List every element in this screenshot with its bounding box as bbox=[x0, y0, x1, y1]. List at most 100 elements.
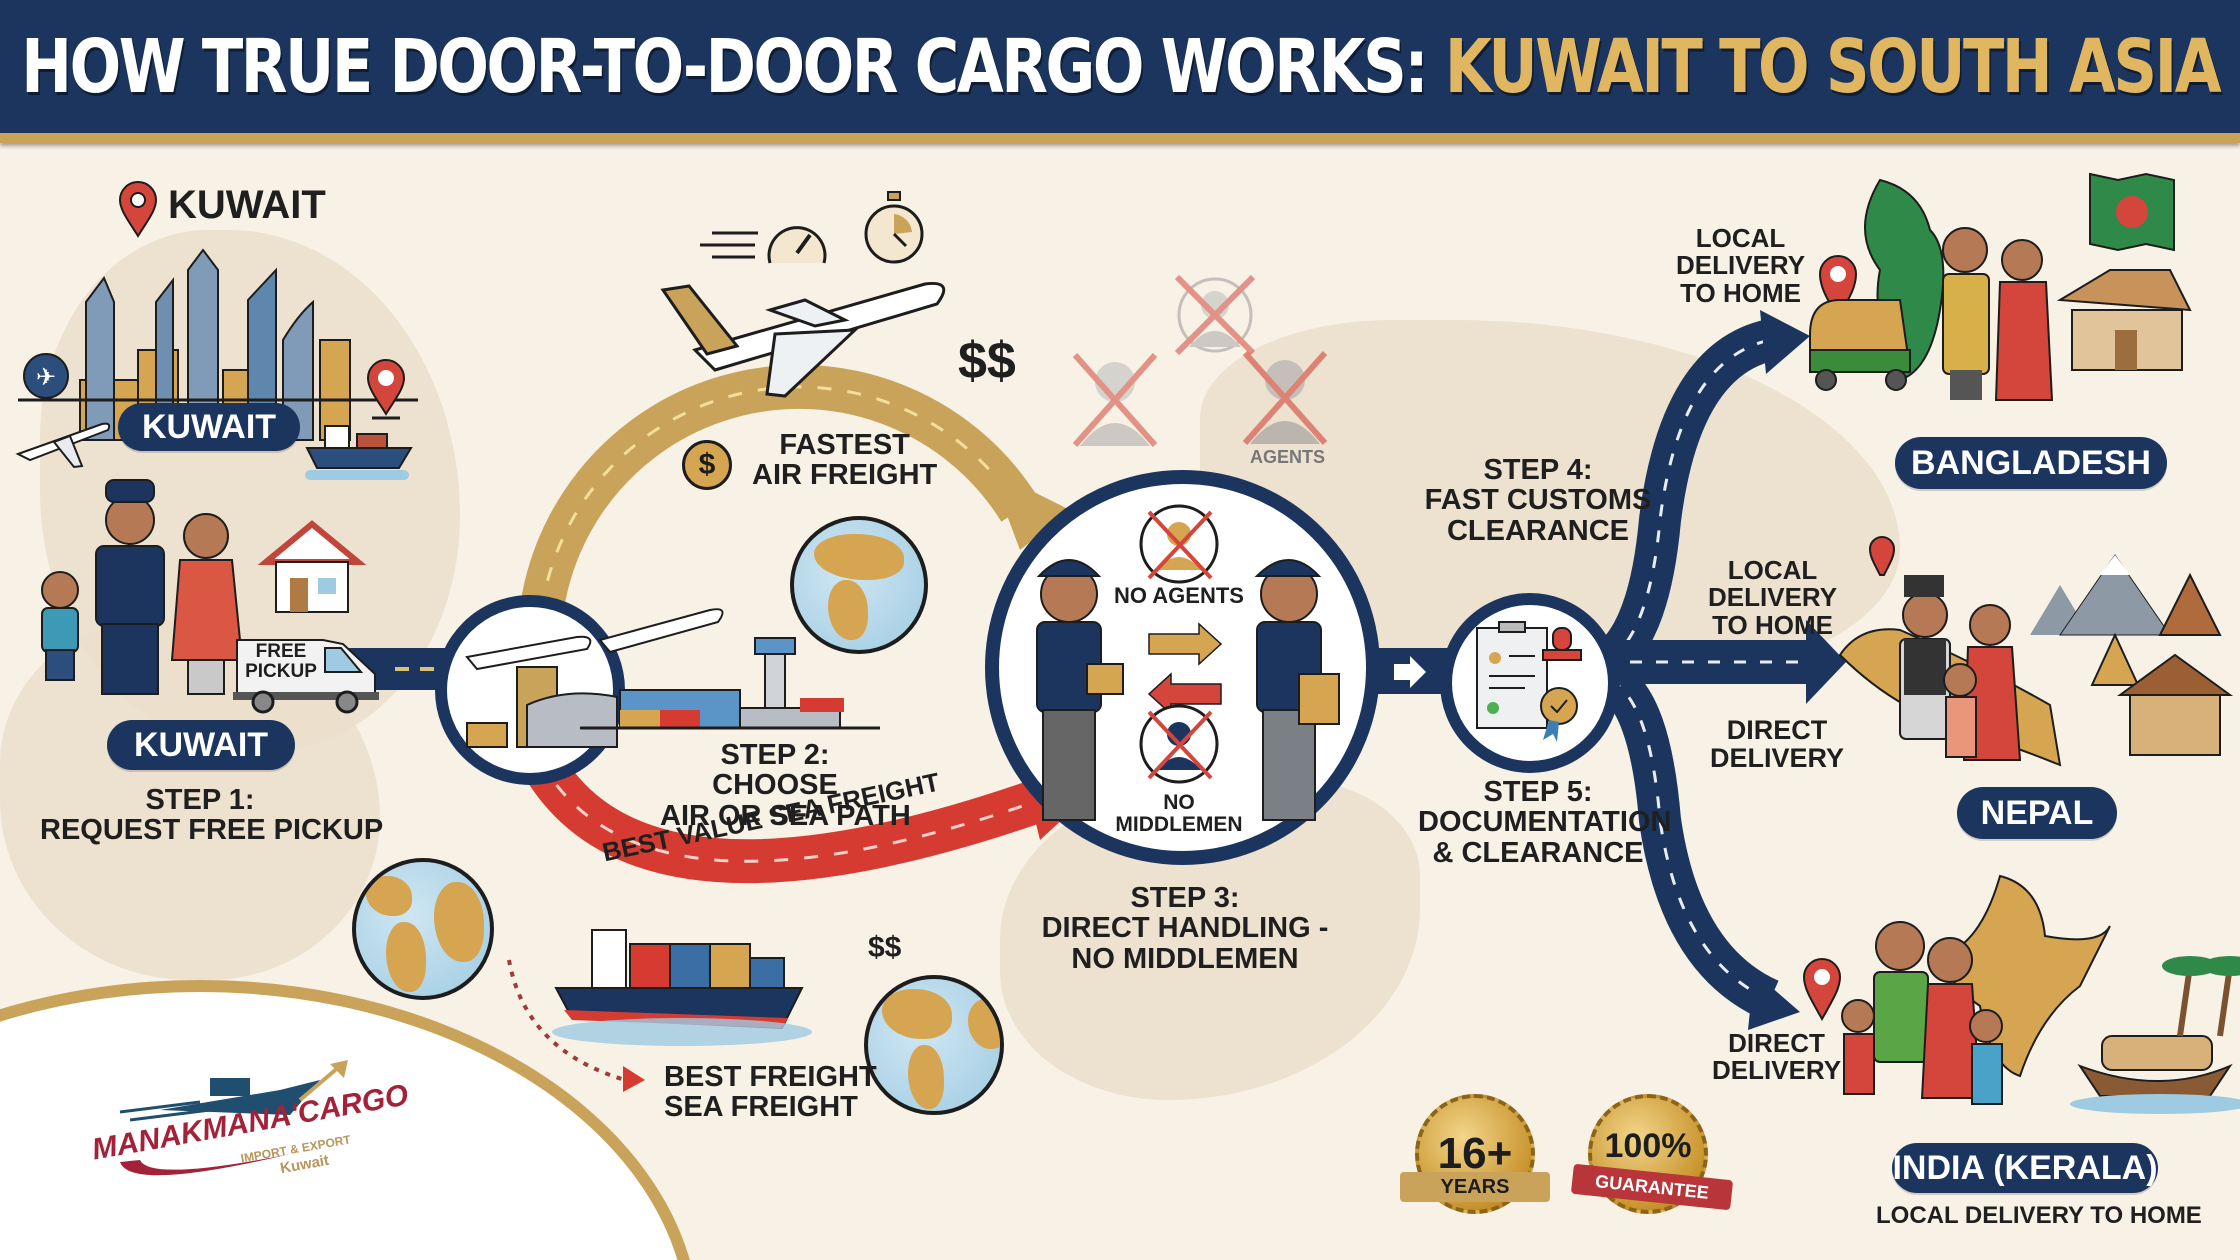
nepal-illustration bbox=[1838, 536, 2234, 767]
agent-person-icon bbox=[1174, 274, 1256, 356]
airport-warehouse-icon bbox=[465, 635, 618, 748]
years-badge-value: 16+ bbox=[1437, 1129, 1513, 1178]
sea-label-line2: SEA FREIGHT bbox=[664, 1091, 858, 1124]
step-4-title: STEP 4: bbox=[1483, 454, 1593, 486]
route-label-line: DELIVERY bbox=[1712, 1055, 1842, 1086]
air-freight-label: FASTEST AIR FREIGHT bbox=[752, 430, 937, 491]
crossed-agent-1 bbox=[1070, 350, 1160, 450]
sea-label-line1: BEST FREIGHT bbox=[664, 1061, 877, 1093]
step-5-title: STEP 5: bbox=[1483, 776, 1593, 808]
arrow-right-icon bbox=[1394, 656, 1426, 688]
step-2-title: STEP 2: bbox=[720, 739, 830, 771]
route-label-line: LOCAL bbox=[1695, 223, 1786, 253]
origin-heading: KUWAIT bbox=[168, 183, 326, 227]
step-5-desc-line1: DOCUMENTATION bbox=[1418, 806, 1672, 839]
sea-freight-label: BEST FREIGHT SEA FREIGHT bbox=[664, 1062, 877, 1123]
van-icon bbox=[233, 639, 379, 714]
step-3-desc-line2: NO MIDDLEMEN bbox=[1071, 942, 1299, 975]
road-dash bbox=[395, 667, 409, 671]
globe-icon bbox=[864, 975, 1004, 1115]
sea-cost-indicator: $$ bbox=[868, 931, 902, 964]
page-title: HOW TRUE DOOR-TO-DOOR CARGO WORKS: KUWAI… bbox=[20, 23, 2222, 110]
bangladesh-pill: BANGLADESH bbox=[1895, 437, 2167, 489]
company-logo[interactable]: MANAKMANA'CARGO IMPORT & EXPORT Kuwait bbox=[89, 1060, 411, 1180]
free-pickup-van: FREE PICKUP bbox=[233, 632, 383, 714]
logo-ship-plane-icon bbox=[119, 1060, 348, 1122]
globe-icon bbox=[790, 516, 928, 654]
route-label-line: DELIVERY bbox=[1676, 250, 1806, 281]
container-ship-icon bbox=[552, 929, 812, 1046]
route-label-line: DELIVERY bbox=[1708, 582, 1838, 613]
nepal-pill: NEPAL bbox=[1957, 787, 2117, 839]
dollar-coin-icon: $ bbox=[682, 440, 732, 490]
road-dash bbox=[420, 667, 434, 671]
no-middlemen-label: NO MIDDLEMEN bbox=[1099, 791, 1259, 837]
map-pin-icon bbox=[1802, 958, 1842, 1022]
header-banner: HOW TRUE DOOR-TO-DOOR CARGO WORKS: KUWAI… bbox=[0, 0, 2240, 143]
airport-icon bbox=[23, 353, 69, 399]
route-label-line: DIRECT bbox=[1726, 715, 1828, 745]
van-label: FREE PICKUP bbox=[243, 642, 319, 682]
step-5-circle bbox=[1440, 593, 1620, 773]
agent-person-icon bbox=[1242, 351, 1328, 445]
route-label-line: DELIVERY bbox=[1710, 743, 1845, 774]
step-1-desc: REQUEST FREE PICKUP bbox=[40, 814, 384, 847]
step-4-label: STEP 4: FAST CUSTOMS CLEARANCE bbox=[1418, 454, 1658, 547]
step-2-desc-line2: AIR OR SEA PATH bbox=[660, 799, 911, 832]
airplane-icon bbox=[660, 281, 946, 398]
branching-delivery-roads bbox=[1596, 310, 1846, 1030]
bangladesh-flag-icon bbox=[2089, 172, 2175, 252]
bangladesh-route-label: LOCAL DELIVERY TO HOME bbox=[1676, 223, 1806, 308]
step-1-title: STEP 1: bbox=[145, 784, 255, 816]
step-5-label: STEP 5: DOCUMENTATION & CLEARANCE bbox=[1418, 776, 1672, 869]
kuwait-family-pill: KUWAIT bbox=[107, 720, 295, 770]
logo-swoosh bbox=[120, 1154, 290, 1176]
step-2-label: STEP 2: CHOOSE AIR OR SEA PATH bbox=[660, 739, 911, 832]
step-3-desc-line1: DIRECT HANDLING - bbox=[1041, 912, 1329, 945]
india-route-label: DIRECT DELIVERY bbox=[1712, 1028, 1842, 1086]
crossed-agent-2 bbox=[1174, 274, 1256, 356]
van-label-line1: FREE bbox=[255, 641, 307, 662]
airport-terminal-icon bbox=[580, 608, 880, 730]
route-label-line: TO HOME bbox=[1680, 277, 1801, 308]
no-agents-label: NO AGENTS bbox=[1114, 583, 1244, 608]
step-1-label: STEP 1: REQUEST FREE PICKUP bbox=[40, 784, 384, 847]
svg-text:✈: ✈ bbox=[36, 364, 56, 391]
no-middlemen-line2: MIDDLEMEN bbox=[1115, 813, 1243, 837]
agents-label: AGENTS bbox=[1250, 447, 1326, 467]
no-middlemen-line1: NO bbox=[1163, 791, 1195, 814]
nepal-route-label: LOCAL DELIVERY TO HOME bbox=[1708, 555, 1838, 640]
air-label-line1: FASTEST bbox=[779, 429, 910, 461]
step-4-desc-line1: FAST CUSTOMS bbox=[1424, 484, 1652, 517]
india-kerala-pill: INDIA (KERALA) bbox=[1892, 1143, 2158, 1193]
map-pin-icon bbox=[366, 359, 406, 420]
kuwait-skyline-pill: KUWAIT bbox=[118, 403, 300, 451]
agent-person-icon bbox=[1072, 353, 1158, 447]
title-main: HOW TRUE DOOR-TO-DOOR CARGO WORKS: bbox=[20, 23, 1428, 110]
van-label-line2: PICKUP bbox=[245, 660, 317, 682]
route-label-line: LOCAL bbox=[1727, 555, 1818, 585]
step-3-label: STEP 3: DIRECT HANDLING - NO MIDDLEMEN bbox=[1040, 883, 1330, 975]
stopwatch-icon bbox=[864, 191, 924, 264]
coin-group: $ bbox=[652, 438, 802, 498]
india-illustration bbox=[1841, 874, 2240, 1114]
route-label-line: DIRECT bbox=[1728, 1028, 1825, 1058]
globe-icon bbox=[352, 858, 494, 1000]
step-4-desc-line2: CLEARANCE bbox=[1446, 514, 1630, 547]
route-label-line: TO HOME bbox=[1712, 609, 1833, 640]
handover-workers-illustration bbox=[1036, 504, 1340, 821]
air-cost-indicator: $$ bbox=[958, 332, 1016, 390]
map-pin-icon bbox=[118, 181, 158, 238]
title-accent: KUWAIT TO SOUTH ASIA bbox=[1444, 23, 2222, 110]
airplane-icon bbox=[15, 422, 111, 469]
kuwait-family-illustration bbox=[41, 479, 244, 695]
bangladesh-illustration bbox=[1809, 178, 2192, 401]
customs-document-icon bbox=[1476, 621, 1582, 742]
years-badge-ribbon: YEARS bbox=[1400, 1172, 1550, 1202]
step-3-circle: NO AGENTS NO MIDDLEMEN bbox=[985, 470, 1380, 865]
step-2-desc-line1: CHOOSE bbox=[712, 769, 838, 802]
air-label-line2: AIR FREIGHT bbox=[752, 459, 938, 492]
dotted-route-arrow bbox=[507, 959, 645, 1092]
cargo-ship-icon bbox=[305, 425, 413, 480]
nepal-secondary-label: DIRECT DELIVERY bbox=[1710, 716, 1844, 773]
